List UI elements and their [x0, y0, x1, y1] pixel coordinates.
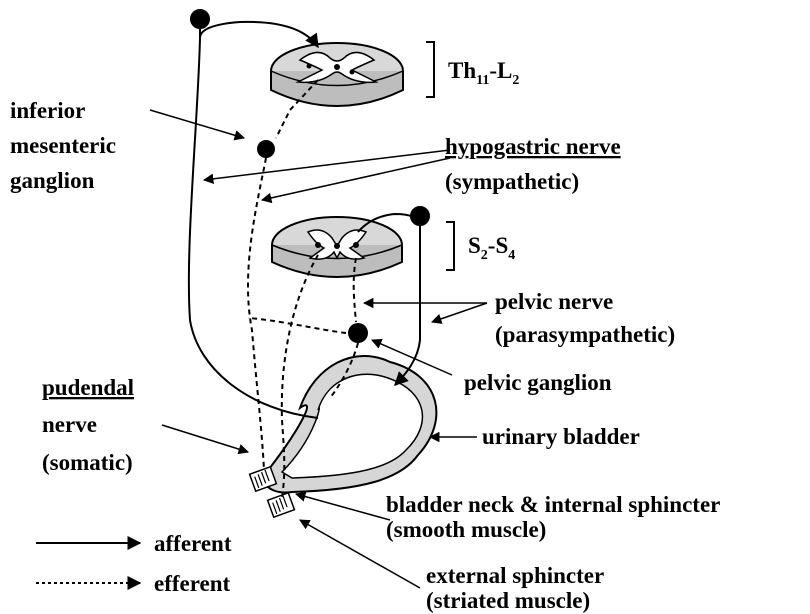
external-sphincter-label: external sphincter (striated muscle) [426, 563, 610, 613]
urinary-bladder [262, 356, 436, 493]
inferior-mesenteric-ganglion [257, 140, 275, 158]
inferior-mesenteric-ganglion-label: inferior mesenteric ganglion [10, 98, 122, 193]
thoracolumbar-label: Th11-L2 [448, 58, 519, 88]
urinary-bladder-label: urinary bladder [482, 424, 640, 449]
hypogastric-nerve-label: hypogastric nerve (sympathetic) [445, 134, 626, 194]
sacral-label: S2-S4 [468, 233, 515, 263]
bladder-neck-label: bladder neck & internal sphincter (smoot… [386, 492, 726, 542]
pelvic-ganglion [348, 323, 368, 343]
external-sphincter [268, 493, 295, 517]
thoracolumbar-bracket [426, 42, 434, 97]
sacral-bracket [446, 222, 454, 270]
pelvic-ganglion-label: pelvic ganglion [464, 370, 612, 395]
legend-afferent-label: afferent [154, 531, 232, 556]
spinal-cord-thoracolumbar [271, 43, 403, 106]
pudendal-nerve-label: pudendal nerve (somatic) [42, 375, 140, 475]
legend: afferent efferent [36, 531, 232, 596]
pelvic-nerve-label: pelvic nerve (parasympathetic) [495, 289, 675, 347]
spinal-cord-sacral [272, 217, 402, 277]
legend-efferent-label: efferent [154, 571, 231, 596]
